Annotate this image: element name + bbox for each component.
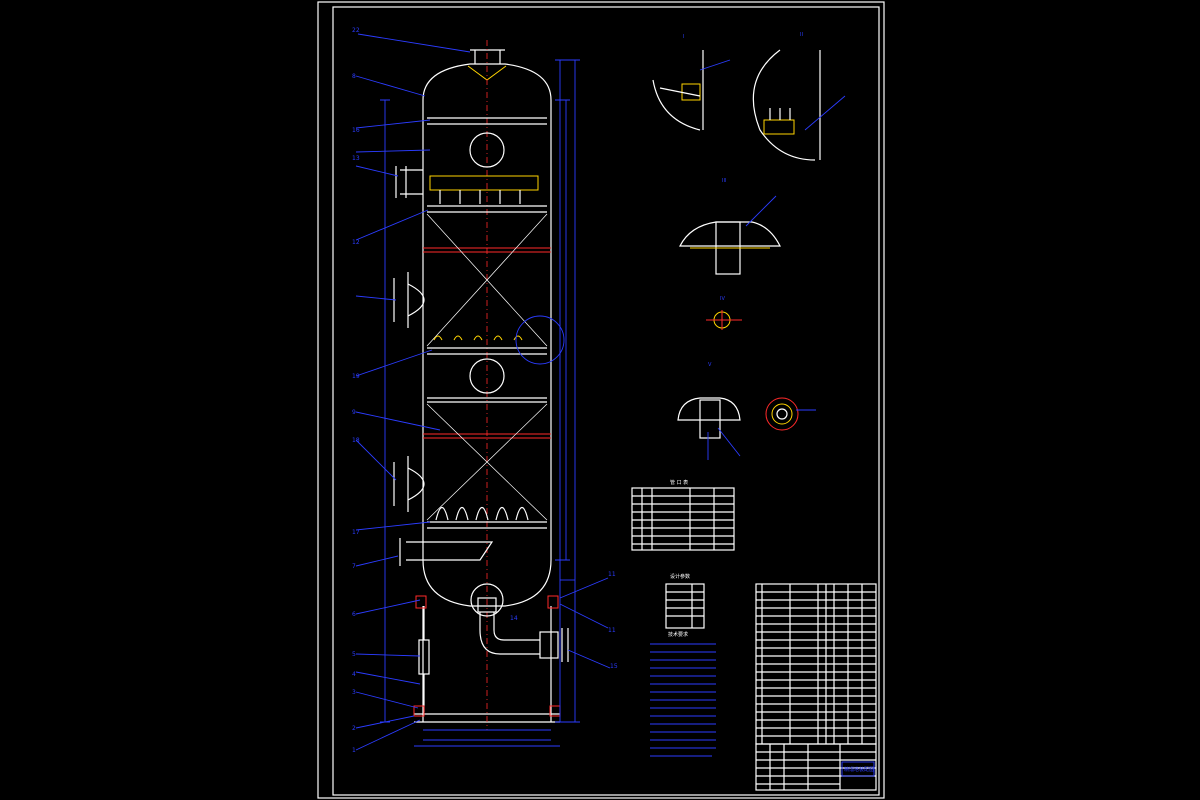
detail-view-iii: III [679, 178, 781, 275]
leader-label: 17 [352, 529, 360, 536]
leader-label: 6 [352, 611, 356, 618]
leader-label: 14 [510, 615, 518, 622]
leader-label: 22 [352, 27, 360, 34]
leader-label: 18 [352, 437, 360, 444]
svg-text:技术要求: 技术要求 [668, 631, 688, 638]
leader-label: 9 [352, 409, 356, 416]
leader-label: 19 [352, 373, 360, 380]
column-main-view [393, 40, 569, 730]
parts-list-table [755, 583, 877, 745]
svg-text:III: III [722, 178, 726, 184]
svg-text:I: I [683, 34, 684, 40]
leader-lines-right: 11 11 15 14 [510, 571, 618, 670]
leader-lines-left [355, 33, 471, 751]
leader-label: 2 [352, 725, 356, 732]
leader-label: 11 [608, 571, 616, 578]
leader-label: 4 [352, 671, 356, 678]
svg-text:设计参数: 设计参数 [670, 573, 690, 580]
dimension-lines [380, 59, 580, 747]
detail-view-i: I [652, 34, 731, 131]
sheet-inner-border [332, 6, 880, 796]
leader-label: 16 [352, 127, 360, 134]
leader-labels-left: 22 8 16 13 12 19 9 18 17 7 6 5 4 3 2 1 [352, 27, 360, 754]
leader-label: 13 [352, 155, 360, 162]
leader-label: 12 [352, 239, 360, 246]
title-block-name: 精馏塔装配图 [844, 766, 874, 773]
leader-label: 1 [352, 747, 356, 754]
svg-text:II: II [800, 32, 803, 38]
leader-label: 3 [352, 689, 356, 696]
tech-requirements: 技术要求 [650, 631, 716, 757]
detail-view-ii: II [752, 32, 846, 161]
design-table: 设计参数 [665, 573, 705, 629]
detail-view-v: V [677, 362, 816, 460]
sheet-outer-border [317, 1, 885, 799]
svg-text:V: V [708, 362, 712, 368]
svg-text:管 口 表: 管 口 表 [670, 479, 688, 486]
title-block: 精馏塔装配图 [755, 743, 877, 791]
leader-label: 8 [352, 73, 356, 80]
svg-text:IV: IV [720, 296, 725, 302]
leader-label: 7 [352, 563, 356, 570]
leader-label: 15 [610, 663, 618, 670]
leader-label: 5 [352, 651, 356, 658]
nozzle-table: 管 口 表 [631, 479, 735, 551]
leader-label: 11 [608, 627, 616, 634]
detail-view-iv: IV [706, 296, 742, 330]
